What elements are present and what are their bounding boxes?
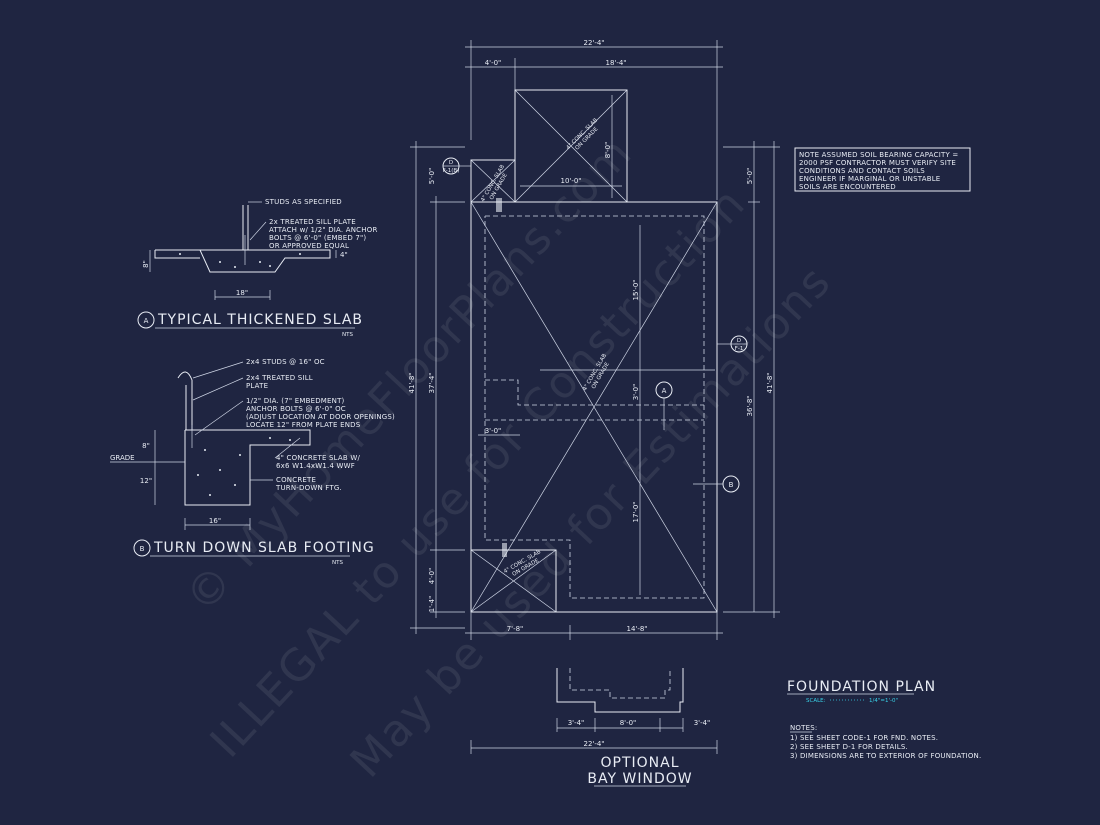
callout-d-right[interactable]: D F-1 bbox=[717, 335, 748, 353]
dim-left-overall: 41'-8" bbox=[408, 372, 416, 393]
svg-text:4" CONCRETE SLAB W/: 4" CONCRETE SLAB W/ bbox=[276, 454, 360, 462]
scale-value: 1/4"=1'-0" bbox=[869, 698, 898, 704]
svg-text:STUDS AS SPECIFIED: STUDS AS SPECIFIED bbox=[265, 198, 342, 206]
optional-bay-window: 3'-4" 8'-0" 3'-4" 22'-4" OPTIONAL BAY WI… bbox=[470, 668, 718, 787]
svg-text:CONDITIONS AND CONTACT SOILS: CONDITIONS AND CONTACT SOILS bbox=[799, 167, 925, 175]
foundation-title-block: FOUNDATION PLAN SCALE: 1/4"=1'-0" NOTES:… bbox=[787, 679, 981, 760]
svg-text:12": 12" bbox=[140, 477, 152, 485]
svg-text:4": 4" bbox=[340, 251, 348, 259]
grade-label: GRADE bbox=[110, 454, 135, 462]
svg-text:1/2" DIA. (7" EMBEDMENT): 1/2" DIA. (7" EMBEDMENT) bbox=[246, 397, 345, 405]
callout-d-top[interactable]: D F-1(B) bbox=[442, 157, 471, 175]
dim-right-overall: 41'-8" bbox=[766, 372, 774, 393]
detail-a-letter: A bbox=[144, 317, 149, 325]
detail-a-title: TYPICAL THICKENED SLAB bbox=[157, 312, 363, 328]
dim-right-top: 5'-0" bbox=[746, 168, 754, 185]
svg-text:2) SEE SHEET D-1 FOR DETAILS.: 2) SEE SHEET D-1 FOR DETAILS. bbox=[790, 743, 908, 751]
svg-text:B: B bbox=[729, 481, 734, 489]
detail-a-thickened-slab: 8" 4" 18" STUDS AS SPECIFIED 2x TREATED … bbox=[137, 198, 378, 338]
svg-text:NTS: NTS bbox=[342, 332, 353, 338]
svg-text:A: A bbox=[662, 387, 667, 395]
svg-text:ATTACH w/ 1/2" DIA. ANCHOR: ATTACH w/ 1/2" DIA. ANCHOR bbox=[269, 226, 378, 234]
dim-right-inner: 36'-8" bbox=[746, 395, 754, 416]
dim-left-inner: 37'-4" bbox=[428, 372, 436, 393]
dim-top-overall: 22'-4" bbox=[583, 39, 604, 47]
dim-left-bottom-b: 1'-4" bbox=[428, 596, 436, 613]
svg-text:(ADJUST LOCATION AT DOOR OPENI: (ADJUST LOCATION AT DOOR OPENINGS) bbox=[246, 413, 395, 421]
detail-b-letter: B bbox=[140, 545, 145, 553]
dim-left-top: 5'-0" bbox=[428, 168, 436, 185]
callout-section-b[interactable]: B bbox=[693, 475, 740, 493]
detail-b-turn-down-footing: GRADE 8" 12" 16" 2x4 STUDS @ 16" OC 2x4 … bbox=[110, 358, 395, 566]
scale-label: SCALE: bbox=[806, 698, 826, 704]
foundation-plan-title: FOUNDATION PLAN bbox=[787, 679, 936, 695]
dim-bottom-right: 14'-8" bbox=[626, 625, 647, 633]
svg-text:TURN-DOWN FTG.: TURN-DOWN FTG. bbox=[275, 484, 342, 492]
dim-inner-3a: 3'-0" bbox=[632, 384, 640, 401]
svg-text:2x4 STUDS @ 16" OC: 2x4 STUDS @ 16" OC bbox=[246, 358, 325, 366]
soil-bearing-note: NOTE ASSUMED SOIL BEARING CAPACITY = 200… bbox=[794, 147, 971, 192]
svg-text:3) DIMENSIONS ARE TO EXTERIOR: 3) DIMENSIONS ARE TO EXTERIOR OF FOUNDAT… bbox=[790, 752, 981, 760]
bay-window-title-2: BAY WINDOW bbox=[587, 771, 692, 787]
dim-inner-15: 15'-0" bbox=[632, 279, 640, 300]
dim-top-right: 18'-4" bbox=[605, 59, 626, 67]
svg-text:LOCATE 12" FROM PLATE ENDS: LOCATE 12" FROM PLATE ENDS bbox=[246, 421, 361, 429]
svg-text:6x6 W1.4xW1.4 WWF: 6x6 W1.4xW1.4 WWF bbox=[276, 462, 355, 470]
main-foundation bbox=[470, 201, 718, 613]
svg-text:2x4 TREATED SILL: 2x4 TREATED SILL bbox=[246, 374, 313, 382]
bay-window-title-1: OPTIONAL bbox=[600, 755, 679, 771]
svg-text:2000 PSF CONTRACTOR MUST VERIF: 2000 PSF CONTRACTOR MUST VERIFY SITE bbox=[799, 159, 956, 167]
svg-text:ENGINEER IF MARGINAL OR UNSTAB: ENGINEER IF MARGINAL OR UNSTABLE bbox=[799, 175, 940, 183]
svg-text:8": 8" bbox=[142, 260, 150, 268]
svg-text:CONCRETE: CONCRETE bbox=[276, 476, 316, 484]
dim-bay-mid: 8'-0" bbox=[620, 719, 637, 727]
svg-text:D: D bbox=[449, 160, 453, 166]
svg-text:NOTE ASSUMED SOIL BEARING CAPA: NOTE ASSUMED SOIL BEARING CAPACITY = bbox=[799, 151, 958, 159]
dim-inner-17: 17'-0" bbox=[632, 501, 640, 522]
dim-left-bottom-a: 4'-0" bbox=[428, 568, 436, 585]
dim-bump-width: 10'-0" bbox=[560, 177, 581, 185]
svg-text:OR APPROVED EQUAL: OR APPROVED EQUAL bbox=[269, 242, 349, 250]
svg-text:2x TREATED SILL PLATE: 2x TREATED SILL PLATE bbox=[269, 218, 356, 226]
svg-text:18": 18" bbox=[236, 289, 248, 297]
small-slab-bottom bbox=[470, 549, 557, 613]
svg-text:16": 16" bbox=[209, 517, 221, 525]
callout-section-a[interactable]: A bbox=[655, 381, 673, 430]
svg-text:D: D bbox=[737, 338, 741, 344]
dim-bay-right: 3'-4" bbox=[694, 719, 711, 727]
svg-text:F-1(B): F-1(B) bbox=[443, 168, 460, 174]
svg-text:PLATE: PLATE bbox=[246, 382, 268, 390]
svg-text:8": 8" bbox=[142, 442, 150, 450]
svg-text:SOILS ARE ENCOUNTERED: SOILS ARE ENCOUNTERED bbox=[799, 183, 896, 191]
notes-heading: NOTES: bbox=[790, 724, 817, 732]
svg-text:NTS: NTS bbox=[332, 560, 343, 566]
dim-bay-overall: 22'-4" bbox=[583, 740, 604, 748]
dim-bump-height: 8'-0" bbox=[604, 142, 612, 159]
detail-b-title: TURN DOWN SLAB FOOTING bbox=[153, 540, 375, 556]
dim-bay-left: 3'-4" bbox=[568, 719, 585, 727]
svg-text:1) SEE SHEET CODE-1 FOR FND.: 1) SEE SHEET CODE-1 FOR FND. NOTES. bbox=[790, 734, 938, 742]
svg-text:ANCHOR BOLTS @ 6'-0" OC: ANCHOR BOLTS @ 6'-0" OC bbox=[246, 405, 346, 413]
svg-text:BOLTS @ 6'-0" (EMBED 7"): BOLTS @ 6'-0" (EMBED 7") bbox=[269, 234, 366, 242]
dim-bottom-left: 7'-8" bbox=[507, 625, 524, 633]
svg-text:F-1: F-1 bbox=[735, 346, 744, 352]
dim-top-left: 4'-0" bbox=[485, 59, 502, 67]
dim-inner-3b: 3'-0" bbox=[485, 427, 502, 435]
